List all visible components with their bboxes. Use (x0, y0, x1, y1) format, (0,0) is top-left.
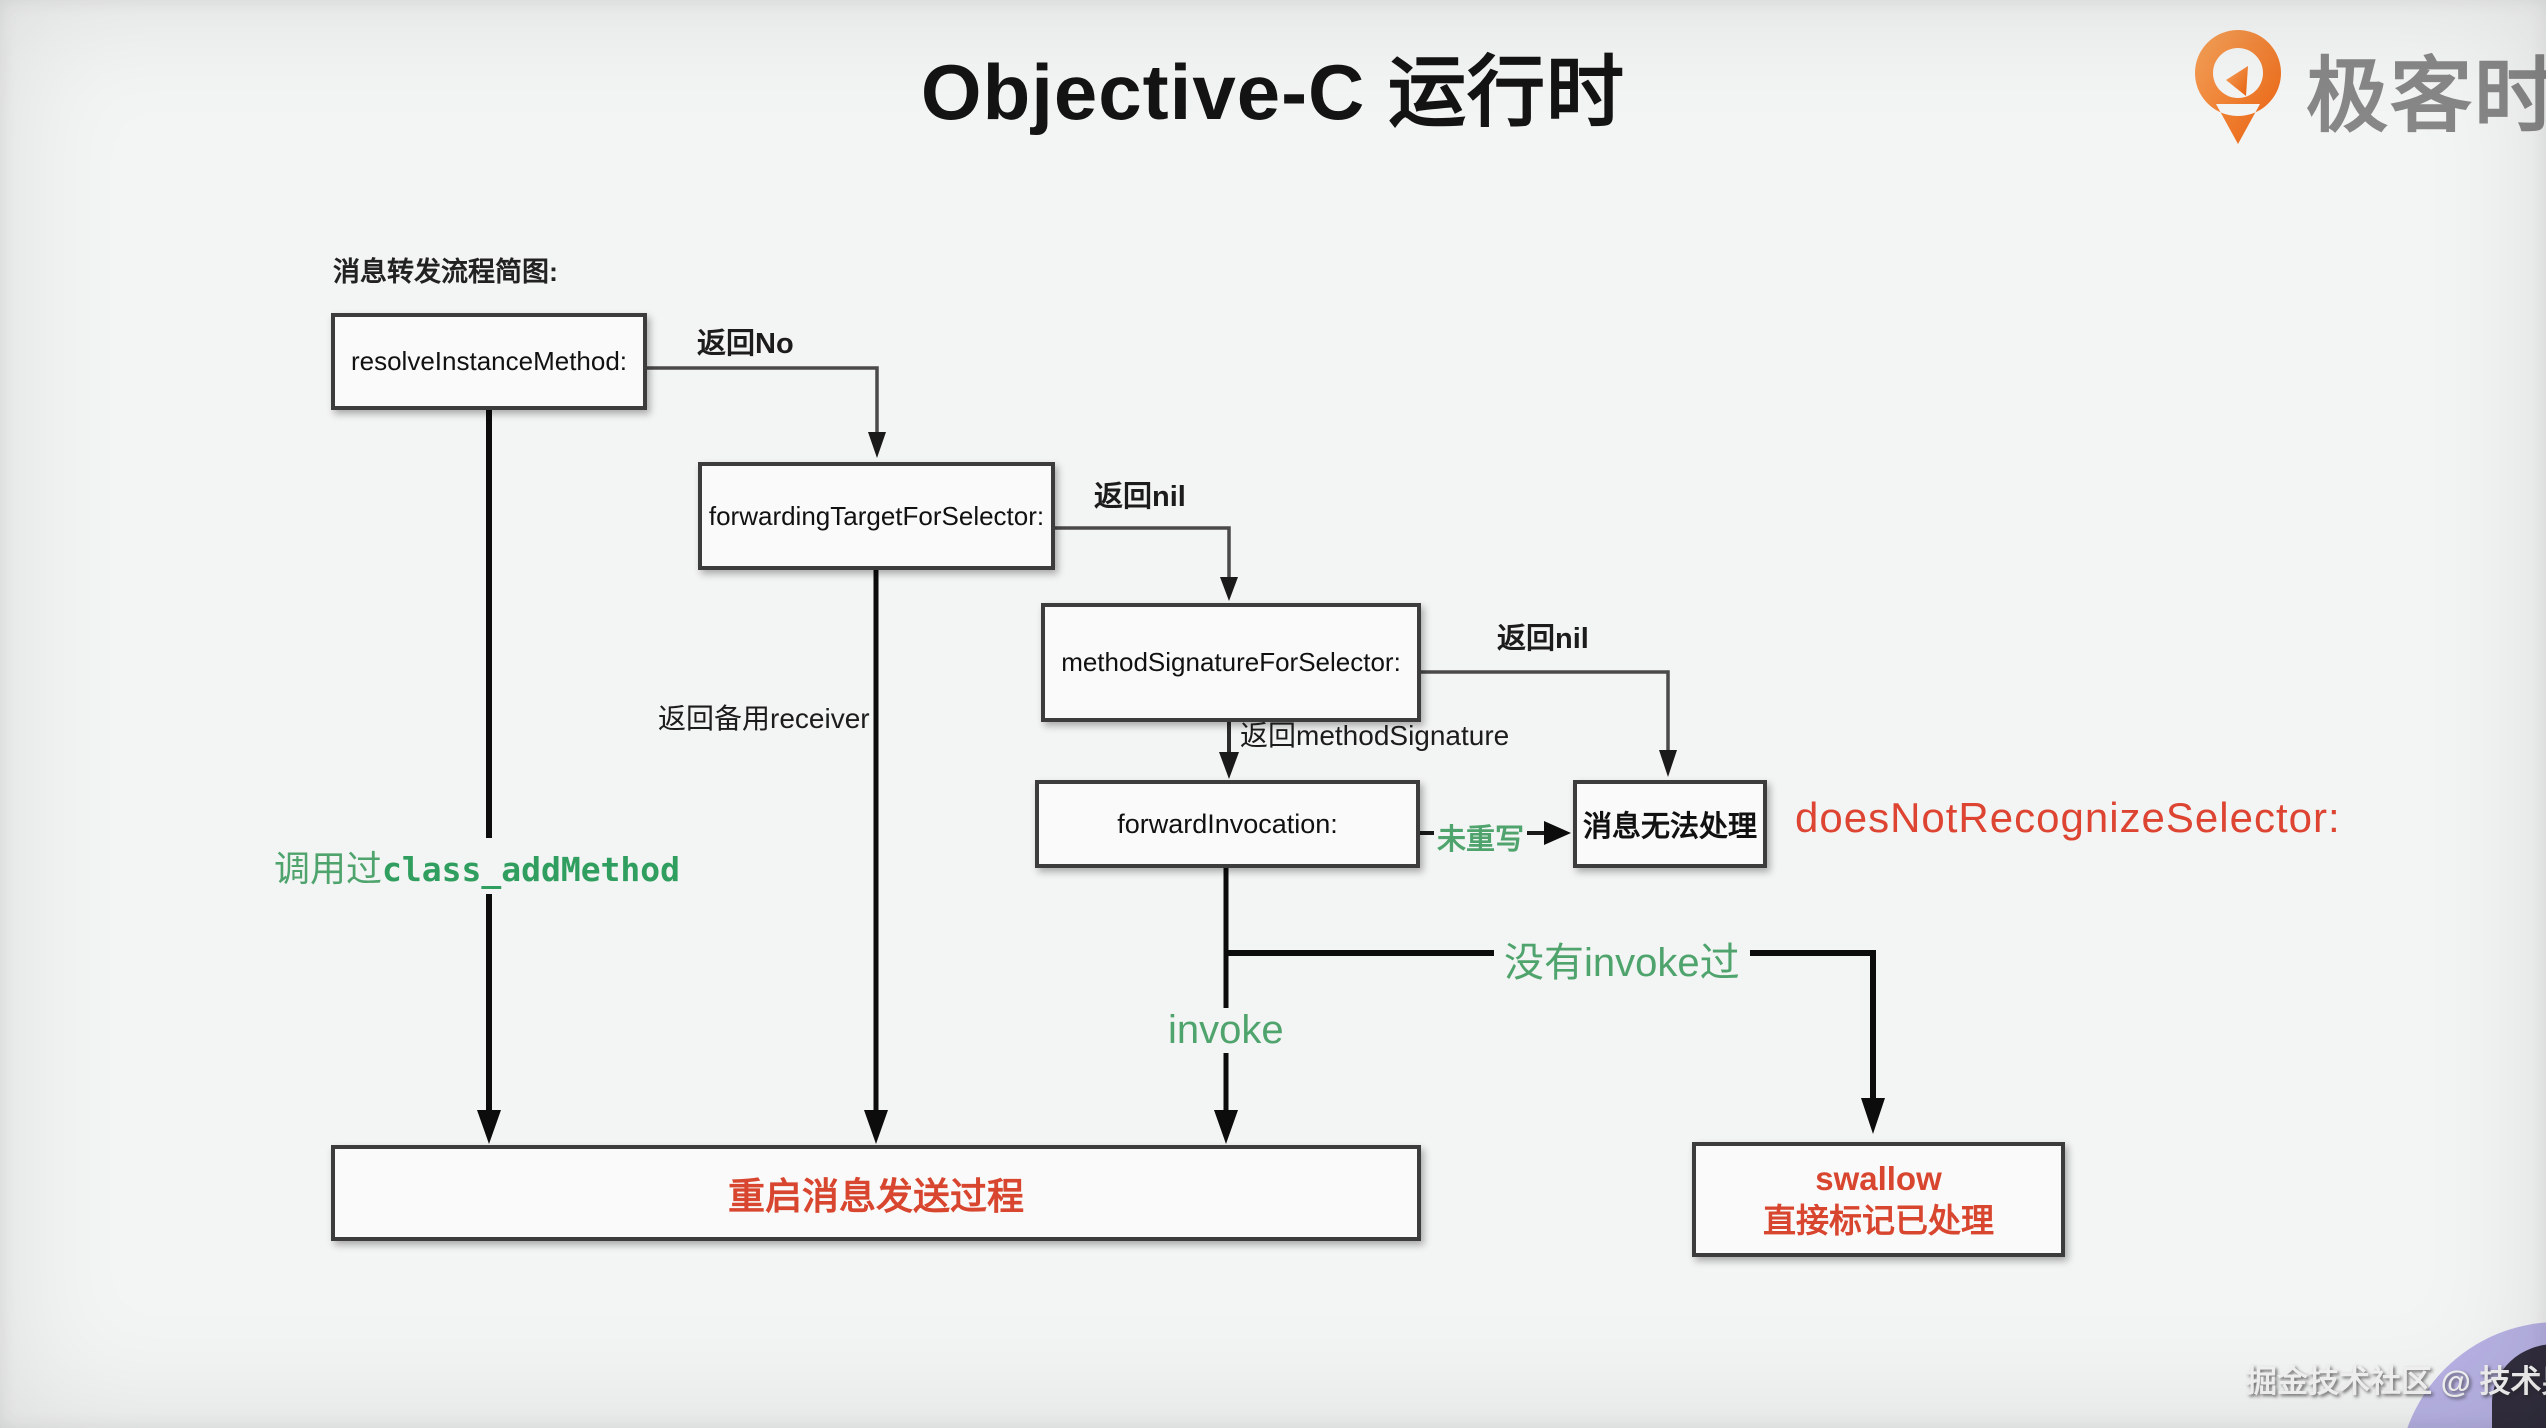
edge-label-no-invoke: 没有invoke过 (1494, 930, 1750, 988)
node-forward-invocation-label: forwardInvocation: (1117, 808, 1338, 839)
geektime-logo-text: 极客时间 (2306, 50, 2546, 142)
node-restart-message-send-label: 重启消息发送过程 (728, 1176, 1024, 1217)
node-message-cannot-be-handled: 消息无法处理 (1573, 780, 1767, 868)
arrowhead-return-method-signature (1219, 752, 1239, 779)
edge-label-return-method-signature: 返回methodSignature (1240, 720, 1510, 751)
edge-label-called-prefix: 调用过 (274, 848, 383, 889)
page-title: Objective-C 运行时 (920, 48, 1626, 136)
edge-label-not-overridden: 未重写 (1437, 824, 1525, 856)
arrowhead-no-invoke-to-swallow (1861, 1098, 1885, 1134)
arrowhead-invoke-to-restart (1214, 1110, 1238, 1144)
node-swallow: swallow 直接标记已处理 (1692, 1142, 2065, 1257)
edge-label-called-class-add-method: 调用过class_addMethod (268, 838, 687, 894)
node-method-signature-label: methodSignatureForSelector: (1061, 647, 1401, 677)
node-swallow-label-line2: 直接标记已处理 (1763, 1201, 1994, 1239)
edge-return-no (647, 366, 879, 436)
node-message-cannot-be-handled-label: 消息无法处理 (1582, 811, 1757, 843)
node-method-signature-for-selector: methodSignatureForSelector: (1041, 603, 1421, 722)
node-forward-invocation: forwardInvocation: (1035, 780, 1420, 868)
arrowhead-resolve-to-restart (477, 1110, 501, 1144)
node-restart-message-send: 重启消息发送过程 (331, 1145, 1421, 1241)
arrowhead-return-no (868, 432, 886, 458)
watermark-text: 掘金技术社区 @ 技术男 (2246, 1364, 2546, 1399)
arrowhead-return-nil-1 (1220, 577, 1238, 601)
diagram-caption: 消息转发流程简图: (333, 257, 558, 287)
edge-return-nil-1 (1055, 526, 1231, 580)
arrowhead-not-overridden (1544, 821, 1571, 845)
edge-label-return-nil-1: 返回nil (1094, 481, 1186, 513)
edge-no-invoke-to-swallow (1226, 950, 1876, 1100)
node-forwarding-target-for-selector: forwardingTargetForSelector: (698, 462, 1055, 570)
geektime-logo: 极客时间 (2188, 28, 2546, 148)
arrowhead-return-nil-2 (1659, 750, 1677, 777)
edge-label-return-nil-2: 返回nil (1497, 623, 1589, 655)
edge-label-invoke: invoke (1160, 1008, 1292, 1053)
edge-return-nil-2 (1421, 670, 1670, 753)
edge-label-return-backup-receiver: 返回备用receiver (658, 703, 870, 734)
edge-label-return-no: 返回No (697, 328, 794, 360)
node-forwarding-target-label: forwardingTargetForSelector: (708, 500, 1045, 531)
edge-label-does-not-recognize-selector: doesNotRecognizeSelector: (1795, 794, 2341, 841)
node-resolve-instance-method-label: resolveInstanceMethod: (350, 346, 628, 376)
node-resolve-instance-method: resolveInstanceMethod: (331, 313, 647, 410)
arrowhead-forwarding-to-restart (864, 1110, 888, 1144)
edge-label-called-code: class_addMethod (382, 850, 681, 889)
node-swallow-label-line1: swallow (1815, 1160, 1942, 1198)
geektime-logo-icon (2194, 30, 2281, 144)
